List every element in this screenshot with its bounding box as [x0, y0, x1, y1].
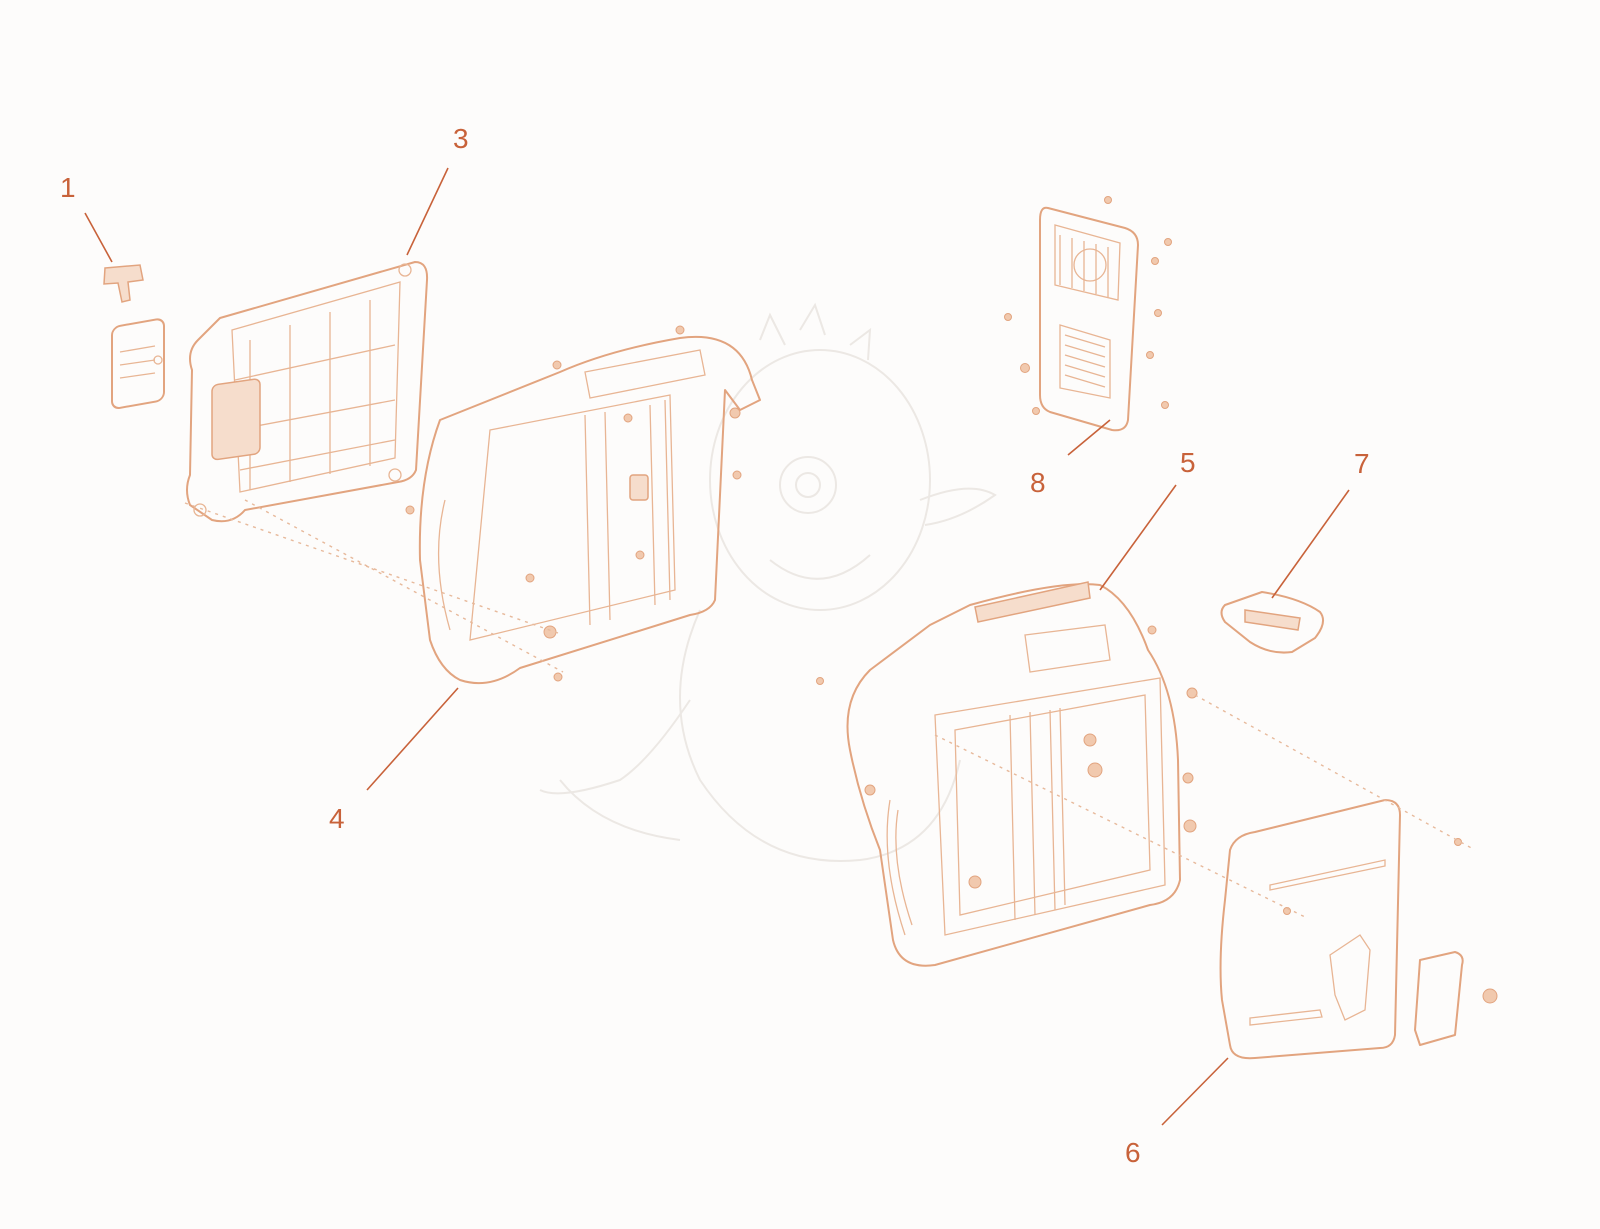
- callout-8: 8: [1030, 467, 1046, 498]
- callout-5: 5: [1180, 447, 1196, 478]
- assembly-lines: [184, 499, 1476, 918]
- part-6-side-cover: [1219, 799, 1498, 1060]
- leader-1: [84, 212, 113, 263]
- callout-4: 4: [329, 803, 345, 834]
- part-5-frame-right: [816, 581, 1198, 967]
- part-8-vent-grille: [1004, 196, 1172, 432]
- part-4-fasteners: [405, 325, 742, 682]
- callout-6: 6: [1125, 1137, 1141, 1168]
- part-3-side-cover: [186, 261, 429, 523]
- part-7-top-cover: [1220, 591, 1325, 654]
- leader-8: [1067, 419, 1111, 456]
- callout-1: 1: [60, 172, 76, 203]
- part-4-frame-left: [405, 325, 761, 685]
- leader-lines: [84, 167, 1350, 1126]
- leader-4: [366, 687, 459, 791]
- part-8-screws: [1004, 196, 1172, 415]
- part-1-key: [103, 264, 165, 409]
- callout-labels: 1 3 4 5 6 7 8: [60, 123, 1370, 1168]
- part-5-fasteners: [816, 625, 1198, 889]
- leader-6: [1161, 1057, 1229, 1126]
- leader-5: [1099, 484, 1177, 591]
- leader-7: [1271, 489, 1350, 599]
- watermark-mascot: [539, 302, 997, 862]
- leader-3: [406, 167, 449, 256]
- callout-7: 7: [1354, 448, 1370, 479]
- callout-3: 3: [453, 123, 469, 154]
